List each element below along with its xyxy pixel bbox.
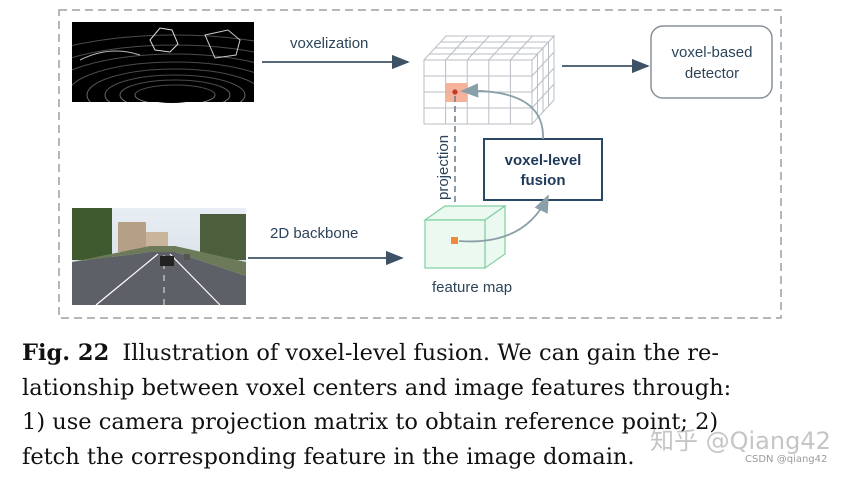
feature-point (451, 237, 458, 244)
voxel-level-fusion-box: voxel-level fusion (483, 138, 603, 201)
projection-label: projection (435, 135, 452, 200)
detector-label-line1: voxel-based (672, 44, 753, 61)
csdn-watermark: CSDN @qiang42 (745, 454, 828, 465)
caption-line-2: lationship between voxel centers and ima… (22, 374, 732, 401)
lidar-point-cloud-image (72, 22, 254, 103)
camera-road-image (72, 208, 246, 306)
backbone-label: 2D backbone (270, 225, 358, 242)
voxel-center-point (452, 89, 458, 95)
voxelization-label: voxelization (290, 35, 368, 52)
figure-number: Fig. 22 (22, 340, 110, 366)
feature-map-box (423, 204, 507, 270)
diagram-frame (58, 9, 782, 319)
zhihu-watermark: 知乎 @Qiang42 (650, 427, 831, 455)
fusion-label-line1: voxel-level (505, 152, 582, 169)
caption-line-3: 1) use camera projection matrix to obtai… (22, 409, 719, 435)
fusion-label-line2: fusion (521, 172, 566, 189)
voxel-based-detector-box: voxel-based detector (650, 25, 773, 99)
voxel-fusion-diagram: voxelization 2D backbone (58, 9, 782, 319)
figure-caption: Fig. 22 Illustration of voxel-level fusi… (22, 336, 842, 474)
feature-to-fusion-curve (458, 194, 549, 243)
fusion-to-voxel-curve (460, 83, 544, 140)
caption-line-1: Fig. 22 Illustration of voxel-level fusi… (22, 336, 842, 371)
feature-map-label: feature map (432, 279, 512, 296)
caption-line-4: fetch the corresponding feature in the i… (22, 443, 635, 470)
caption-line-1-text: Illustration of voxel-level fusion. We c… (122, 340, 719, 366)
detector-label-line2: detector (685, 65, 739, 82)
